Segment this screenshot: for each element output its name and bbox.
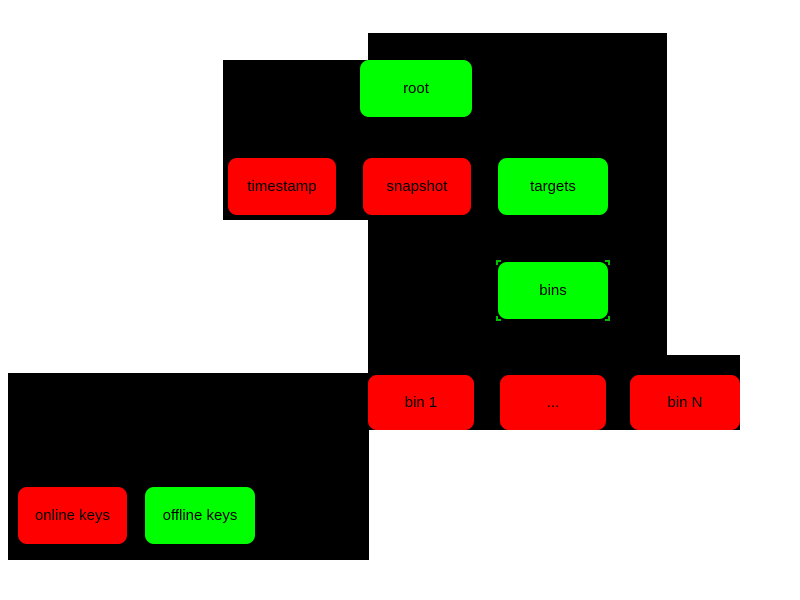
node-targets-label: targets	[530, 178, 576, 195]
node-root-label: root	[403, 80, 429, 97]
node-bin-1-label: bin 1	[404, 394, 438, 411]
node-bin-ellipsis-label: ...	[546, 394, 560, 411]
selection-handle-tr[interactable]	[605, 260, 610, 265]
node-targets[interactable]: targets	[498, 158, 608, 215]
node-bin-n-label: bin N	[667, 394, 703, 411]
selection-handle-tl[interactable]	[496, 260, 501, 265]
node-bin-1[interactable]: bin 1	[368, 375, 474, 430]
node-offline-keys[interactable]: offline keys	[145, 487, 255, 544]
node-online-keys-label: online keys	[34, 507, 111, 524]
selection-handle-br[interactable]	[605, 316, 610, 321]
node-snapshot-label: snapshot	[386, 178, 448, 195]
node-timestamp-label: timestamp	[247, 178, 317, 195]
node-bins-label: bins	[539, 282, 567, 299]
node-online-keys[interactable]: online keys	[18, 487, 127, 544]
node-bins[interactable]: bins	[496, 260, 610, 321]
node-root[interactable]: root	[360, 60, 472, 117]
node-offline-keys-label: offline keys	[162, 507, 238, 524]
node-bin-ellipsis[interactable]: ...	[500, 375, 606, 430]
selection-handle-bl[interactable]	[496, 316, 501, 321]
node-bin-n[interactable]: bin N	[630, 375, 740, 430]
node-timestamp[interactable]: timestamp	[228, 158, 336, 215]
node-snapshot[interactable]: snapshot	[363, 158, 471, 215]
